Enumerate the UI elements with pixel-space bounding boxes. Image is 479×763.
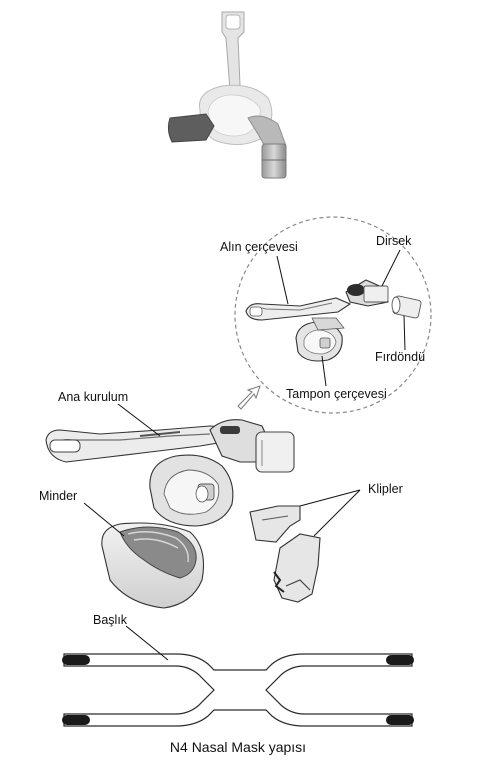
label-main-assembly: Ana kurulum xyxy=(58,390,128,404)
label-clips: Klipler xyxy=(368,482,403,496)
label-cushion: Minder xyxy=(39,489,77,503)
assembled-mask-image xyxy=(168,12,286,178)
cushion-part xyxy=(102,523,204,608)
cushion-frame-part-small xyxy=(296,318,344,361)
swivel-part xyxy=(392,295,422,318)
forehead-frame-part xyxy=(246,298,350,320)
headgear-part xyxy=(62,654,414,726)
label-cushion-frame: Tampon çerçevesi xyxy=(286,387,387,401)
clip-part-lower xyxy=(274,534,320,602)
label-elbow: Dirsek xyxy=(376,234,412,248)
label-forehead-frame: Alın çerçevesi xyxy=(220,240,298,254)
figure-caption: N4 Nasal Mask yapısı xyxy=(170,739,306,755)
strap-tab-bottom-left xyxy=(62,715,90,725)
clip-part-upper xyxy=(250,506,300,542)
strap-tab-top-right xyxy=(386,655,414,665)
strap-tab-top-left xyxy=(62,655,90,665)
strap-tab-bottom-right xyxy=(386,715,414,725)
elbow-part xyxy=(346,280,388,306)
label-headgear: Başlık xyxy=(93,613,128,627)
arrow-icon xyxy=(238,386,260,409)
label-swivel: Fırdöndü xyxy=(375,350,425,364)
